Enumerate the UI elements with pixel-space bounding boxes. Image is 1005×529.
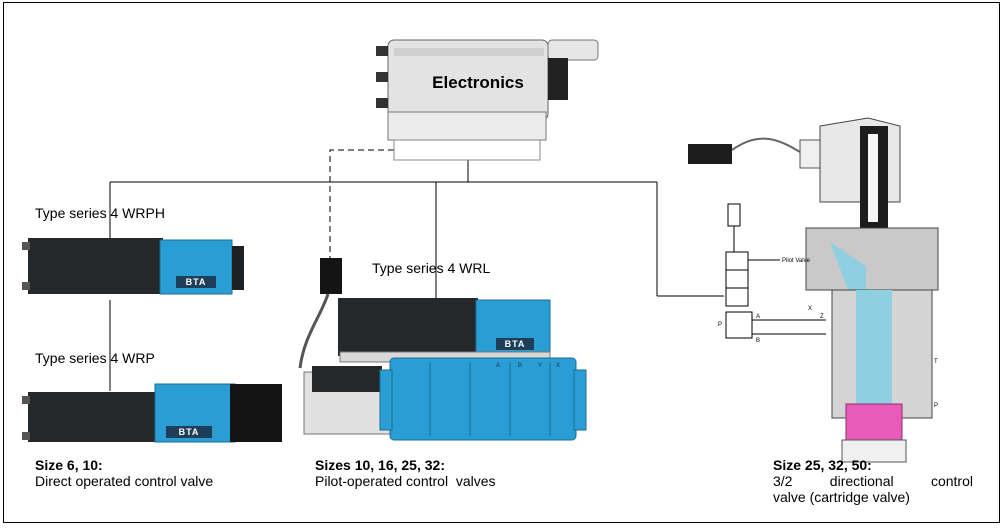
electronics-label: Electronics [432,73,524,92]
caption-cartridge-line1: 3/2 directional control [773,473,973,489]
cartridge-port-t: T [934,359,938,365]
cartridge-port-p: P [934,403,938,409]
pilot-valve-label: Pilot Valve [782,258,811,264]
wrph-valve-body [159,239,233,295]
cartridge-seat [841,439,907,463]
schematic-cartridge-box [725,311,753,339]
wrl-solenoid-body [338,298,478,356]
wrl-cable [298,293,330,369]
caption-direct-title: Size 6, 10: [35,457,103,473]
caption-cartridge: Size 25, 32, 50: 3/2 directional control… [773,457,973,505]
cartridge-plug-socket [799,139,823,169]
cartridge-spool [856,290,892,408]
wrph-solenoid-cap-bottom [22,282,30,290]
caption-pilot-text: Pilot-operated control valves [315,473,496,489]
cartridge-armature-core [868,134,878,222]
electronics-base [387,111,547,141]
type-label-4wrph: Type series 4 WRPH [35,205,165,221]
cartridge-valve: T P Pilot Valve A B P X Z [688,117,939,463]
wrl-badge [496,338,534,350]
wrph-solenoid-cap-top [22,242,30,250]
wrph-badge-text: BTA [186,277,207,287]
schematic-port-a: A [756,314,760,320]
electronics-plug-2 [376,72,388,82]
caption-cartridge-word-2: directional [829,473,894,489]
valve-4wrl: BTA A B Y X [298,258,587,441]
cartridge-cable [731,137,801,153]
electronics-plug-3 [376,98,388,108]
wrp-pilot-block [230,384,282,442]
cartridge-poppet [845,403,903,447]
schematic-box-1 [725,251,749,271]
type-label-4wrl: Type series 4 WRL [372,260,491,276]
schematic-box-3 [725,287,749,307]
pilot-valve-schematic [725,203,826,339]
caption-direct-text: Direct operated control valve [35,473,214,489]
schematic-box-2 [725,269,749,289]
caption-pilot-operated: Sizes 10, 16, 25, 32: Pilot-operated con… [315,457,496,489]
schematic-port-p: P [718,322,722,328]
valve-4wrph: BTA [22,238,244,295]
caption-cartridge-word-1: 3/2 [773,473,793,489]
cartridge-cover-block [805,227,939,291]
wrp-badge [166,426,212,438]
electronics-handle [547,39,599,61]
wrl-main-cap-left [379,369,393,431]
wrp-solenoid-cap-bottom [22,432,30,440]
wrp-badge-text: BTA [179,427,200,437]
wrl-port-y: Y [538,363,542,369]
wrph-badge [176,276,216,288]
electronics-top-ridge [394,48,544,56]
schematic-solenoid [727,203,741,227]
schematic-port-z: Z [820,314,824,320]
wrph-end-plug [232,246,244,290]
caption-direct-operated: Size 6, 10: Direct operated control valv… [35,457,213,489]
wrl-port-a: A [496,363,500,369]
schematic-port-x: X [808,306,812,312]
electronics-plug-1 [376,46,388,56]
wrl-plug-connector [320,258,342,294]
caption-cartridge-line2: valve (cartridge valve) [773,489,910,505]
wrph-solenoid-body [28,238,163,294]
wrl-port-b: B [518,363,522,369]
electronics-mount-plate [393,139,541,161]
connection-lines [109,149,724,391]
electronics-module: Electronics [376,39,599,161]
schematic-port-b: B [756,338,760,344]
caption-pilot-title: Sizes 10, 16, 25, 32: [315,457,445,473]
wrl-pilot-solenoid [312,366,382,392]
wrp-solenoid-body [28,392,158,442]
caption-cartridge-word-3: control [930,473,973,489]
dashed-pilot-signal-line [329,149,394,258]
electronics-connector-block [548,58,568,100]
wrp-solenoid-cap-top [22,396,30,404]
diagram-frame [3,2,1000,523]
wrl-port-x: X [556,363,560,369]
caption-cartridge-title: Size 25, 32, 50: [773,457,872,473]
wrl-main-stage-body [389,357,577,441]
cartridge-plug [688,144,732,164]
valve-4wrp: BTA [22,383,282,443]
wrl-badge-text: BTA [505,339,526,349]
type-label-4wrp: Type series 4 WRP [35,350,155,366]
cartridge-pilot-channel [830,242,866,290]
wrl-main-cap-right [573,369,587,431]
